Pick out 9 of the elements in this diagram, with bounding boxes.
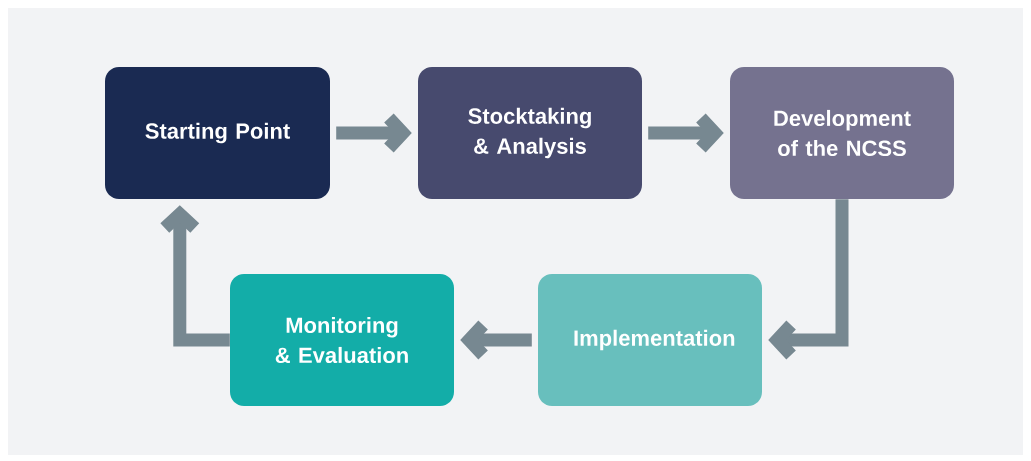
process-box: Monitoring & Evaluation (230, 274, 454, 406)
arrow (336, 113, 412, 153)
process-box: Stocktaking & Analysis (418, 67, 642, 199)
process-box: Development of the NCSS (730, 67, 954, 199)
arrow (768, 199, 849, 360)
arrow (648, 113, 724, 153)
process-box: Implementation (538, 274, 762, 406)
process-box: Starting Point (105, 67, 330, 199)
arrow (160, 205, 230, 347)
